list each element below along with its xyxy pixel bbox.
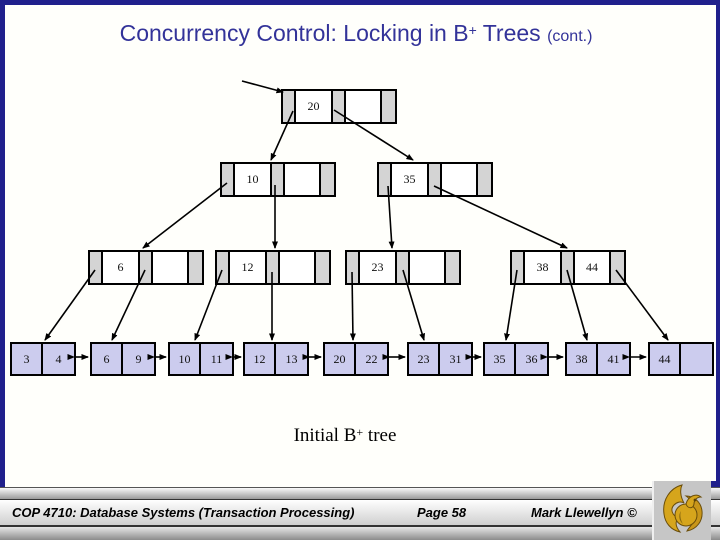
footer-author-text: Mark Llewellyn © xyxy=(531,505,637,520)
leaf-key-cell: 11 xyxy=(210,351,223,366)
leaf-key-cell: 3 xyxy=(12,344,43,374)
title-superscript: + xyxy=(468,22,477,38)
pointer-cell xyxy=(283,91,296,122)
key-cell: 6 xyxy=(103,252,140,283)
key-cell: 23 xyxy=(360,252,397,283)
key-cell: 35 xyxy=(392,164,429,195)
key-cell xyxy=(410,252,446,283)
btree-leaf-node-38: 38 41 xyxy=(565,342,631,376)
key-cell: 44 xyxy=(575,252,611,283)
key-cell: 38 xyxy=(525,252,562,283)
key-cell: 10 xyxy=(235,164,272,195)
key-cell xyxy=(153,252,189,283)
slide-border-left xyxy=(0,0,5,492)
pointer-cell xyxy=(397,252,410,283)
pointer-cell xyxy=(562,252,575,283)
key-cell xyxy=(442,164,478,195)
leaf-key-cell: 13 xyxy=(285,351,298,366)
pointer-cell xyxy=(611,252,624,283)
pointer-cell xyxy=(321,164,334,195)
pointer-cell xyxy=(347,252,360,283)
leaf-key-cell: 12 xyxy=(245,344,276,374)
leaf-key-cell: 41 xyxy=(607,351,620,366)
pointer-cell xyxy=(140,252,153,283)
leaf-key-cell: 44 xyxy=(650,344,681,374)
footer-page-number: Page 58 xyxy=(417,505,467,520)
btree-internal-node-n35: 35 xyxy=(377,162,493,197)
footer-bar: COP 4710: Database Systems (Transaction … xyxy=(0,500,720,527)
key-cell: 12 xyxy=(230,252,267,283)
ucf-pegasus-logo xyxy=(652,481,711,540)
btree-internal-node-n12: 12 xyxy=(215,250,331,285)
slide-title: Concurrency Control: Locking in B+ Trees… xyxy=(0,20,712,47)
key-cell: 20 xyxy=(296,91,333,122)
btree-internal-node-root: 20 xyxy=(281,89,397,124)
btree-internal-node-n10: 10 xyxy=(220,162,336,197)
title-cont: (cont.) xyxy=(547,28,593,45)
leaf-key-cell: 36 xyxy=(525,351,538,366)
pointer-cell xyxy=(446,252,459,283)
pointer-cell xyxy=(189,252,202,283)
pointer-cell xyxy=(222,164,235,195)
key-cell xyxy=(285,164,321,195)
footer-bottom-strip xyxy=(0,527,720,540)
leaf-key-cell: 35 xyxy=(485,344,516,374)
leaf-key-cell xyxy=(681,344,712,374)
key-cell xyxy=(280,252,316,283)
footer-course-text: COP 4710: Database Systems (Transaction … xyxy=(12,505,355,520)
leaf-key-cell: 22 xyxy=(365,351,378,366)
pointer-cell xyxy=(217,252,230,283)
pointer-cell xyxy=(382,91,395,122)
btree-internal-node-n23: 23 xyxy=(345,250,461,285)
slide-border-right xyxy=(716,0,720,492)
footer-top-strip xyxy=(0,487,720,500)
leaf-key-cell: 23 xyxy=(409,344,440,374)
slide-border-top xyxy=(0,0,720,5)
pointer-cell xyxy=(379,164,392,195)
btree-internal-node-n38-44: 38 44 xyxy=(510,250,626,285)
pointer-cell xyxy=(90,252,103,283)
title-main: Concurrency Control: Locking in B xyxy=(119,20,469,46)
pointer-cell xyxy=(478,164,491,195)
leaf-key-cell: 9 xyxy=(135,351,142,366)
diagram-caption: Initial B+ tree xyxy=(0,425,690,447)
caption-superscript: + xyxy=(356,425,364,439)
pointer-cell xyxy=(333,91,346,122)
leaf-key-cell: 4 xyxy=(55,351,62,366)
caption-post: tree xyxy=(363,425,397,446)
pointer-cell xyxy=(512,252,525,283)
caption-pre: Initial B xyxy=(293,425,357,446)
btree-internal-node-n6: 6 xyxy=(88,250,204,285)
leaf-key-cell: 20 xyxy=(325,344,356,374)
pointer-cell xyxy=(316,252,329,283)
key-cell xyxy=(346,91,382,122)
leaf-key-cell: 6 xyxy=(92,344,123,374)
leaf-key-cell: 10 xyxy=(170,344,201,374)
pointer-cell xyxy=(267,252,280,283)
leaf-key-cell: 31 xyxy=(449,351,462,366)
leaf-key-cell: 38 xyxy=(567,344,598,374)
btree-leaf-node-10: 10 11 xyxy=(168,342,234,376)
btree-leaf-node-23: 23 31 xyxy=(407,342,473,376)
title-trees: Trees xyxy=(476,20,548,46)
btree-leaf-node-44: 44 xyxy=(648,342,714,376)
btree-leaf-node-12: 12 13 xyxy=(243,342,309,376)
pointer-cell xyxy=(272,164,285,195)
pointer-cell xyxy=(429,164,442,195)
btree-leaf-node-35: 35 36 xyxy=(483,342,549,376)
pegasus-icon xyxy=(663,484,703,533)
